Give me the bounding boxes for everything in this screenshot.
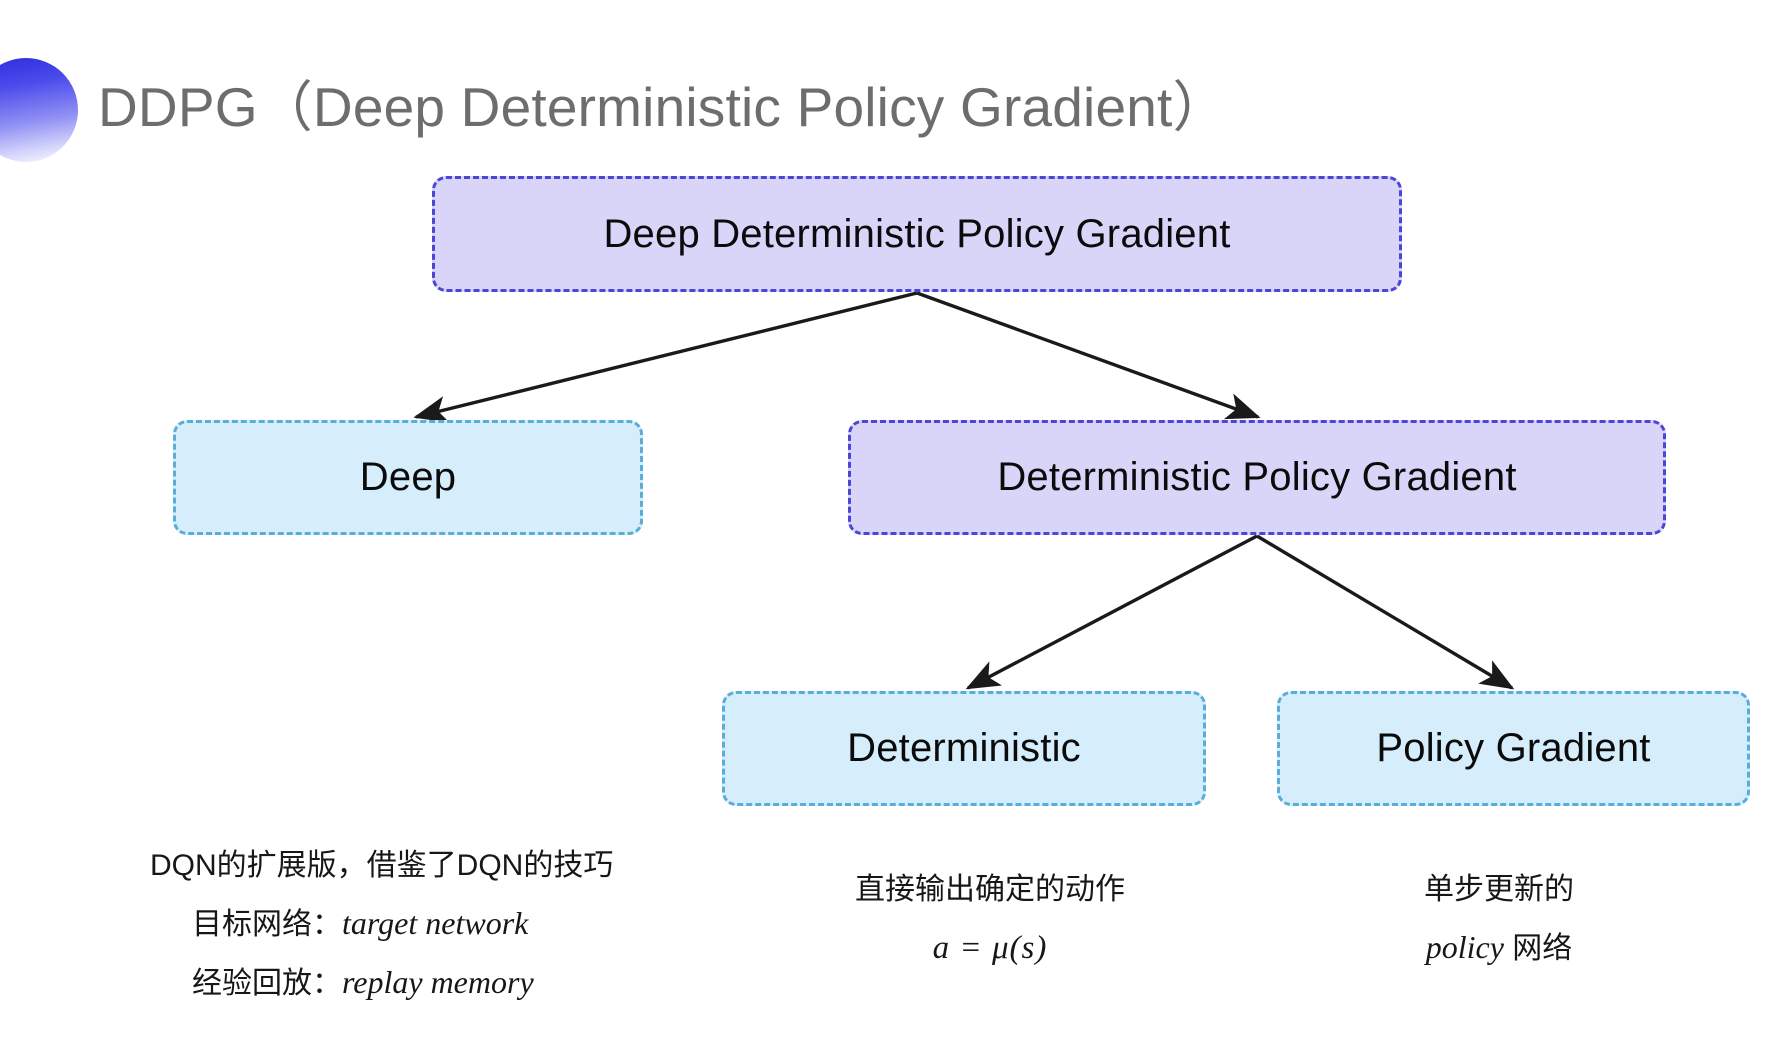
annotation-policy-gradient-line2: policy 网络 — [1424, 918, 1574, 977]
edge-dpg-to-policy-gradient — [1256, 534, 1515, 690]
annotation-deterministic: 直接输出确定的动作 a = μ(s) — [855, 862, 1125, 979]
edge-dpg-to-deterministic — [965, 534, 1258, 690]
node-policy-gradient[interactable]: Policy Gradient — [1277, 691, 1750, 806]
title-bullet-icon — [0, 58, 78, 162]
annotation-deep-line2: 目标网络：target network — [150, 894, 613, 953]
annotation-deterministic-line1: 直接输出确定的动作 — [855, 873, 1125, 906]
annotation-deep-line2-label: 目标网络： — [192, 907, 342, 941]
annotation-deep-line3-label: 经验回放： — [192, 966, 342, 1000]
annotation-policy-gradient-line2-suffix: 网络 — [1503, 931, 1573, 965]
edge-root-to-deep — [413, 291, 918, 423]
annotation-policy-gradient: 单步更新的 policy 网络 — [1424, 862, 1574, 977]
annotation-deep-line3-value: replay memory — [342, 963, 534, 1000]
node-deterministic[interactable]: Deterministic — [722, 691, 1206, 806]
node-deep-deterministic-policy-gradient[interactable]: Deep Deterministic Policy Gradient — [432, 176, 1402, 292]
edge-root-to-dpg — [916, 291, 1261, 420]
annotation-deterministic-formula: a = μ(s) — [932, 929, 1048, 966]
annotation-deep-line3: 经验回放：replay memory — [150, 953, 613, 1012]
page-title: DDPG（Deep Deterministic Policy Gradient） — [98, 76, 1228, 138]
annotation-deep-line1: DQN的扩展版，借鉴了DQN的技巧 — [150, 849, 614, 882]
node-deterministic-policy-gradient[interactable]: Deterministic Policy Gradient — [848, 420, 1666, 535]
annotation-deep-line2-value: target network — [342, 904, 529, 941]
node-deep[interactable]: Deep — [173, 420, 643, 535]
annotation-policy-gradient-line1: 单步更新的 — [1424, 873, 1574, 906]
annotation-policy-gradient-line2-value: policy — [1425, 928, 1504, 965]
annotation-deep: DQN的扩展版，借鉴了DQN的技巧 目标网络：target network 经验… — [150, 838, 613, 1012]
